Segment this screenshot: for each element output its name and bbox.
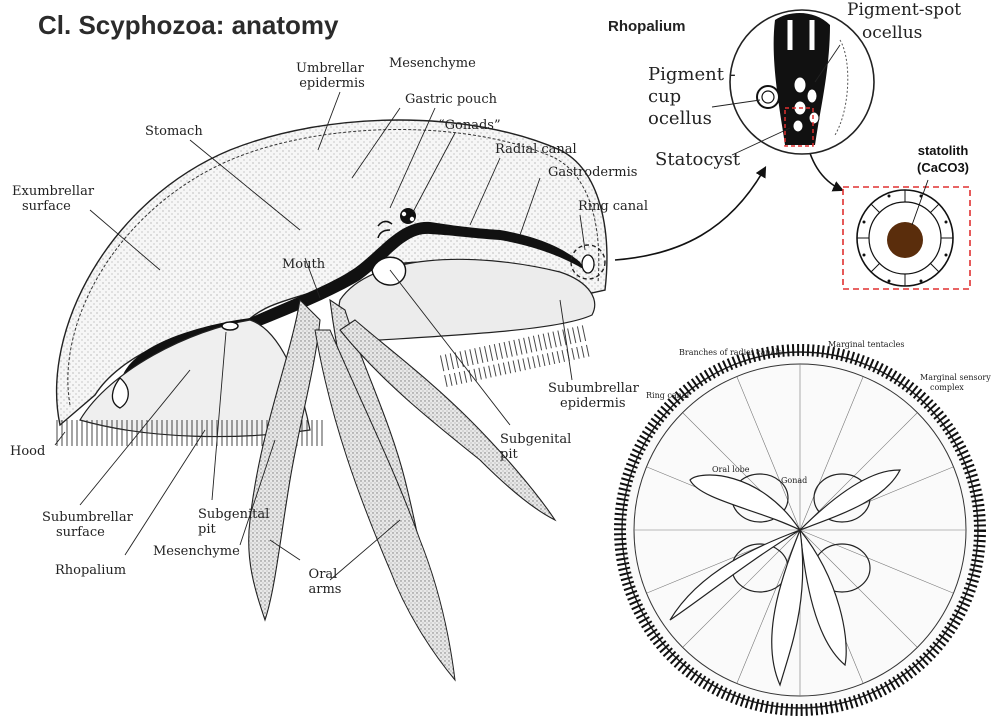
label-oral-lobe: Oral lobe bbox=[712, 465, 750, 474]
rhopalium-marker-right bbox=[582, 255, 594, 273]
label-pigment-spot-2: ocellus bbox=[862, 23, 922, 43]
label-stomach: Stomach bbox=[145, 124, 203, 139]
svg-text:Pigment - cup ocel: Pigment - cup ocellus bbox=[648, 64, 741, 129]
label-oral-view-ring-canal: Ring canal bbox=[646, 391, 690, 400]
label-subgenital-pit-right-1: Subgenital bbox=[500, 432, 571, 447]
oral-view-diagram: Branches of radial canals Marginal tenta… bbox=[620, 340, 993, 710]
label-mouth: Mouth bbox=[282, 257, 326, 272]
arrow-to-rhopalium bbox=[615, 168, 765, 260]
label-marginal-sensory-2: complex bbox=[930, 383, 964, 392]
subgenital-pit-left bbox=[222, 322, 238, 330]
label-gonads: “Gonads” bbox=[438, 118, 501, 133]
label-pigment-cup-3: ocellus bbox=[648, 108, 712, 129]
svg-text:Oral arms: Oral arms bbox=[309, 567, 342, 597]
label-umbrellar-epidermis-1: Umbrellar bbox=[296, 61, 365, 76]
label-exumbrellar-1: Exumbrellar bbox=[12, 184, 95, 199]
label-branches-radial-canals: Branches of radial canals bbox=[679, 348, 782, 357]
label-mesenchyme-top: Mesenchyme bbox=[389, 56, 476, 71]
label-hood: Hood bbox=[10, 444, 45, 459]
label-marginal-tentacles: Marginal tentacles bbox=[828, 340, 904, 349]
label-marginal-sensory-1: Marginal sensory bbox=[920, 373, 991, 382]
label-exumbrellar-2: surface bbox=[22, 199, 71, 214]
label-oral-arms-1: Oral bbox=[309, 567, 338, 582]
label-subumbrellar-surface-2: surface bbox=[56, 525, 105, 540]
statolith-crystal bbox=[887, 222, 923, 258]
svg-text:Subumbrellar epidermis: Subumbrellar epidermis bbox=[548, 381, 643, 411]
oral-arm-lower bbox=[315, 330, 455, 680]
label-subumbrellar-surface-1: Subumbrellar bbox=[42, 510, 134, 525]
label-gastric-pouch: Gastric pouch bbox=[405, 92, 498, 107]
label-pigment-spot-1: Pigment-spot bbox=[847, 0, 961, 20]
svg-text:Subumbrellar surface: Subumbrellar surface bbox=[42, 510, 137, 540]
svg-text:Marginal sensory complex: Marginal sensory complex bbox=[920, 373, 993, 392]
label-ring-canal: Ring canal bbox=[578, 199, 648, 214]
svg-text:Umbrellar epidermis: Umbrellar epidermis bbox=[296, 61, 368, 91]
label-mesenchyme-bottom: Mesenchyme bbox=[153, 544, 240, 559]
label-subgenital-pit-right-2: pit bbox=[500, 447, 518, 462]
label-umbrellar-epidermis-2: epidermis bbox=[299, 76, 365, 91]
label-subgenital-pit-left-2: pit bbox=[198, 522, 216, 537]
svg-text:Pigment-spot ocellus: Pigment-spot ocellus bbox=[847, 0, 967, 43]
label-subumbrellar-epidermis-2: epidermis bbox=[560, 396, 626, 411]
label-radial-canal: Radial canal bbox=[495, 142, 577, 157]
label-subumbrellar-epidermis-1: Subumbrellar bbox=[548, 381, 640, 396]
label-oral-arms-2: arms bbox=[309, 582, 342, 597]
statolith-inset bbox=[843, 180, 970, 289]
label-statocyst: Statocyst bbox=[655, 149, 741, 170]
svg-text:Subgenital pit: Subgenital pit bbox=[500, 432, 575, 462]
rhopalium-detail: Pigment-spot ocellus Pigment - cup ocell… bbox=[648, 0, 967, 170]
label-rhopalium: Rhopalium bbox=[55, 563, 126, 578]
label-pigment-cup-1: Pigment - bbox=[648, 64, 736, 85]
label-gastrodermis: Gastrodermis bbox=[548, 165, 637, 180]
svg-text:Exumbrellar surface: Exumbrellar surface bbox=[12, 184, 98, 214]
label-subgenital-pit-left-1: Subgenital bbox=[198, 507, 269, 522]
label-gonad: Gonad bbox=[781, 476, 807, 485]
jellyfish-cross-section: Umbrellar epidermis Mesenchyme Gastric p… bbox=[10, 56, 648, 680]
label-pigment-cup-2: cup bbox=[648, 86, 681, 107]
